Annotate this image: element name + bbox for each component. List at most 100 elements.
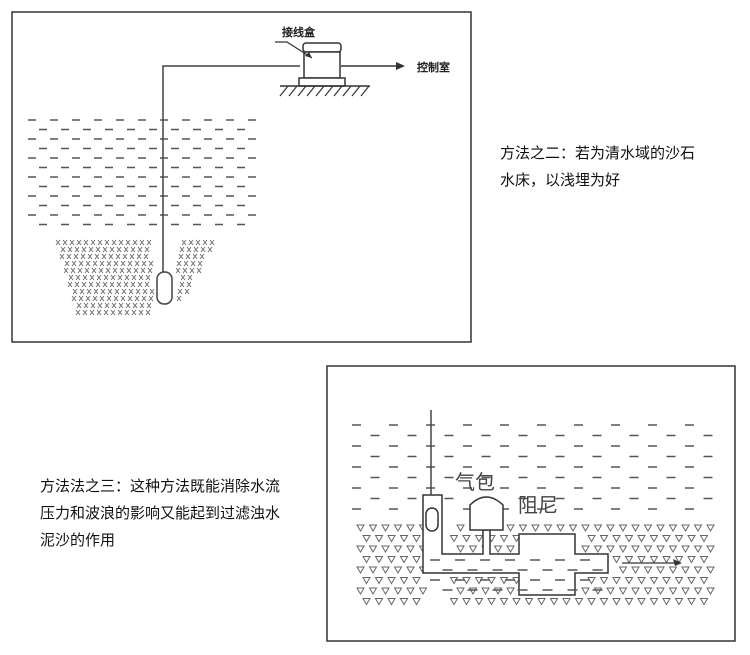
sand-mark: [110, 309, 116, 316]
gravel-mark: [362, 535, 371, 543]
sand-mark: [123, 281, 129, 288]
sand-mark: [179, 281, 185, 288]
sand-mark: [109, 281, 115, 288]
sand-mark: [132, 302, 138, 309]
sand-mark: [97, 239, 103, 246]
gravel-mark: [506, 545, 515, 553]
sand-mark: [130, 246, 136, 253]
gravel-mark: [393, 566, 403, 574]
sand-mark: [66, 253, 72, 260]
gravel-mark: [381, 545, 390, 553]
sand-mark: [81, 281, 87, 288]
sand-mark: [124, 274, 130, 281]
sand-mark: [111, 239, 117, 246]
sand-mark: [112, 267, 118, 274]
gravel-mark: [381, 587, 390, 595]
sand-mark: [147, 267, 153, 274]
sand-mark: [200, 246, 206, 253]
sensor-probe: [425, 507, 439, 532]
sand-mark: [100, 288, 106, 295]
sand-mark: [76, 302, 82, 309]
gravel-mark: [631, 566, 640, 574]
sensor-probe: [156, 271, 173, 305]
leader-arrow-icon: [305, 52, 312, 58]
gravel-mark: [693, 566, 703, 574]
sand-mark: [109, 246, 115, 253]
sand-mark: [106, 260, 112, 267]
figure1-frame: [11, 11, 472, 343]
sand-mark: [142, 288, 148, 295]
sand-mark: [176, 295, 182, 302]
sand-mark: [78, 260, 84, 267]
gravel-mark: [499, 535, 509, 543]
channel-water-dashes: [430, 559, 603, 591]
sand-mark: [85, 295, 91, 302]
sand-mark: [118, 302, 124, 309]
gravel-mark: [624, 556, 634, 564]
junction-box: [298, 42, 346, 87]
gravel-mark: [581, 545, 590, 553]
sand-mark: [144, 281, 150, 288]
sand-mark: [90, 302, 96, 309]
gravel-mark: [368, 545, 378, 553]
sand-mark: [179, 246, 185, 253]
sand-mark: [92, 295, 98, 302]
hatch-line: [360, 85, 370, 97]
sensor-cable: [162, 65, 300, 275]
sand-mark: [192, 253, 198, 260]
sand-mark: [95, 281, 101, 288]
gravel-mark: [706, 545, 715, 553]
junction-box-label: 接线盒: [282, 25, 316, 39]
gravel-mark: [531, 524, 540, 532]
sand-mark: [180, 274, 186, 281]
gravel-mark: [612, 577, 621, 585]
sand-mark: [104, 239, 110, 246]
sand-mark: [133, 267, 139, 274]
gravel-mark: [581, 587, 590, 595]
gravel-mark: [549, 598, 559, 606]
sand-mark: [71, 260, 77, 267]
sand-mark: [60, 246, 66, 253]
gravel-mark: [449, 535, 459, 543]
sand-mark: [90, 239, 96, 246]
sand-mark: [88, 246, 94, 253]
gravel-mark: [656, 545, 665, 553]
gravel-mark: [462, 535, 471, 543]
sand-mark: [189, 267, 195, 274]
gravel-mark: [356, 524, 365, 532]
gravel-mark: [362, 598, 371, 606]
water-surface-dashes: [28, 119, 256, 226]
sand-mark: [141, 260, 147, 267]
gravel-mark: [606, 587, 615, 595]
gravel-mark: [693, 524, 703, 532]
leader-line: [275, 41, 313, 59]
gravel-mark: [362, 556, 371, 564]
gravel-mark: [481, 587, 490, 595]
sand-mark: [187, 274, 193, 281]
gravel-mark: [524, 598, 534, 606]
gravel-mark: [412, 577, 421, 585]
sand-mark: [184, 288, 190, 295]
sand-mark: [108, 253, 114, 260]
sand-mark: [62, 239, 68, 246]
gravel-mark: [681, 587, 690, 595]
gravel-mark: [687, 535, 696, 543]
gravel-mark: [581, 524, 590, 532]
gravel-mark: [606, 545, 615, 553]
sand-mark: [132, 239, 138, 246]
gravel-mark: [399, 577, 409, 585]
sand-mark: [181, 239, 187, 246]
gravel-mark: [356, 587, 365, 595]
gravel-mark: [649, 556, 659, 564]
sand-mark: [117, 309, 123, 316]
gravel-mark: [518, 524, 528, 532]
ground-hatch: [279, 85, 370, 97]
gravel-mark: [468, 587, 478, 595]
sand-mark: [82, 309, 88, 316]
caption-line: 水床，以浅埋为好: [500, 171, 621, 189]
sand-mark: [202, 239, 208, 246]
sand-mark: [123, 246, 129, 253]
gravel-mark: [399, 556, 409, 564]
hatch-line: [306, 85, 316, 97]
gravel-mark: [687, 577, 696, 585]
